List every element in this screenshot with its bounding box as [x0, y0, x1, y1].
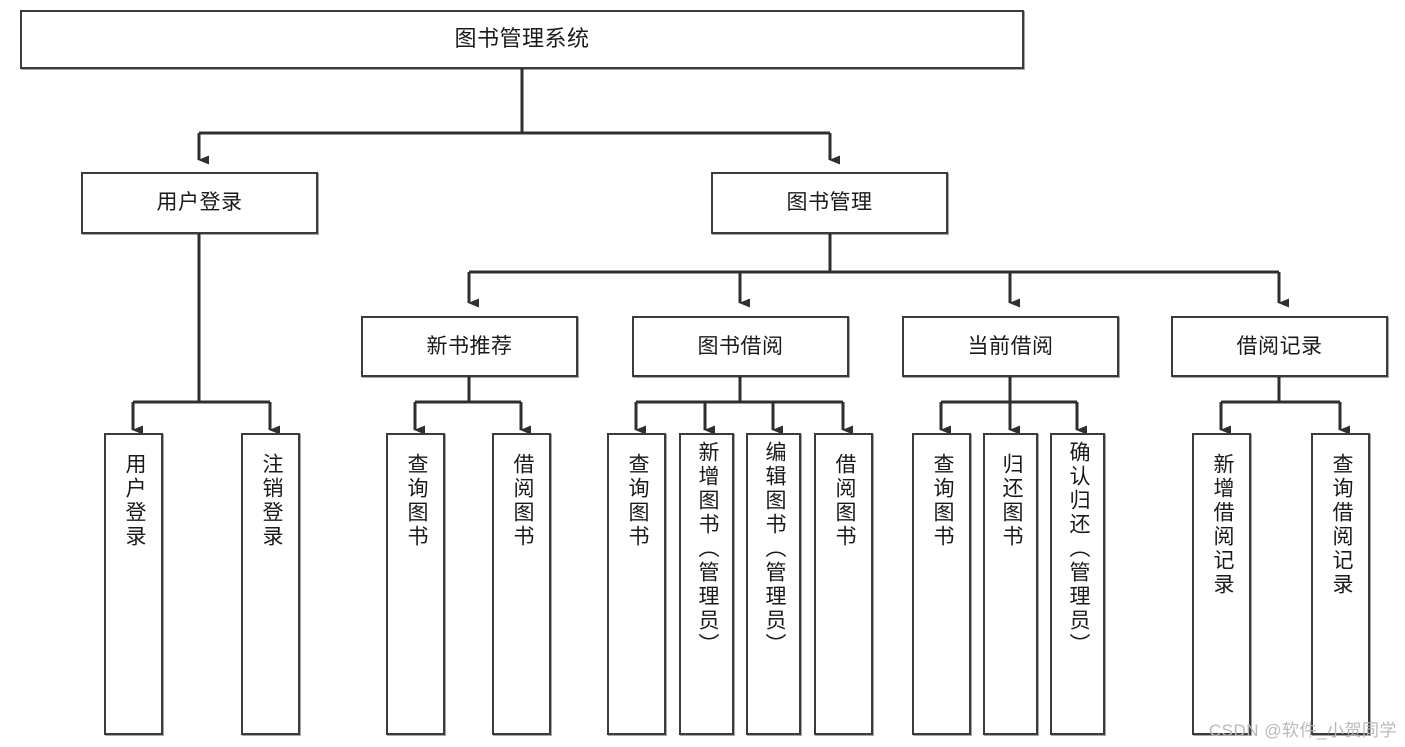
node-label: 新增图书（管理员） — [695, 441, 719, 657]
watermark: CSDN @软件_小贺同学 — [1208, 721, 1397, 740]
node-label: 用户登录 — [122, 453, 146, 549]
node-label: 新增借阅记录 — [1210, 453, 1234, 597]
node-label: 查询图书 — [404, 453, 428, 549]
node-label: 编辑图书（管理员） — [762, 441, 786, 657]
node-label: 当前借阅 — [967, 334, 1054, 358]
leaf-user-login-logout[interactable]: 注销登录 — [241, 433, 300, 735]
node-label: 借阅图书 — [510, 453, 534, 549]
node-label: 借阅记录 — [1236, 334, 1323, 358]
node-borrow-record[interactable]: 借阅记录 — [1171, 316, 1388, 377]
node-label: 图书借阅 — [697, 334, 784, 358]
leaf-recommend-query-book[interactable]: 查询图书 — [386, 433, 445, 735]
node-label: 查询图书 — [930, 453, 954, 549]
leaf-current-query-book[interactable]: 查询图书 — [912, 433, 971, 735]
leaf-recommend-borrow-book[interactable]: 借阅图书 — [492, 433, 551, 735]
node-label: 查询借阅记录 — [1329, 453, 1353, 597]
node-root-system[interactable]: 图书管理系统 — [20, 10, 1024, 69]
node-label: 借阅图书 — [832, 453, 856, 549]
node-label: 用户登录 — [156, 191, 243, 215]
node-label: 查询图书 — [625, 453, 649, 549]
node-current-borrow[interactable]: 当前借阅 — [902, 316, 1119, 377]
node-new-book-recommend[interactable]: 新书推荐 — [361, 316, 578, 377]
node-user-login[interactable]: 用户登录 — [81, 172, 318, 234]
leaf-borrow-add-book-admin[interactable]: 新增图书（管理员） — [679, 433, 734, 735]
leaf-current-return-book[interactable]: 归还图书 — [983, 433, 1038, 735]
leaf-record-add-record[interactable]: 新增借阅记录 — [1192, 433, 1251, 735]
leaf-current-confirm-return-admin[interactable]: 确认归还（管理员） — [1050, 433, 1105, 735]
node-label: 确认归还（管理员） — [1066, 441, 1090, 657]
leaf-borrow-edit-book-admin[interactable]: 编辑图书（管理员） — [746, 433, 801, 735]
leaf-record-query-record[interactable]: 查询借阅记录 — [1311, 433, 1370, 735]
node-book-management[interactable]: 图书管理 — [711, 172, 948, 234]
leaf-borrow-query-book[interactable]: 查询图书 — [607, 433, 666, 735]
node-label: 注销登录 — [259, 453, 283, 549]
leaf-borrow-borrow-book[interactable]: 借阅图书 — [814, 433, 873, 735]
leaf-user-login-login[interactable]: 用户登录 — [104, 433, 163, 735]
node-book-borrow[interactable]: 图书借阅 — [632, 316, 849, 377]
node-label: 新书推荐 — [426, 334, 513, 358]
node-label: 图书管理 — [786, 191, 873, 215]
node-label: 图书管理系统 — [454, 26, 590, 52]
node-label: 归还图书 — [999, 453, 1023, 549]
